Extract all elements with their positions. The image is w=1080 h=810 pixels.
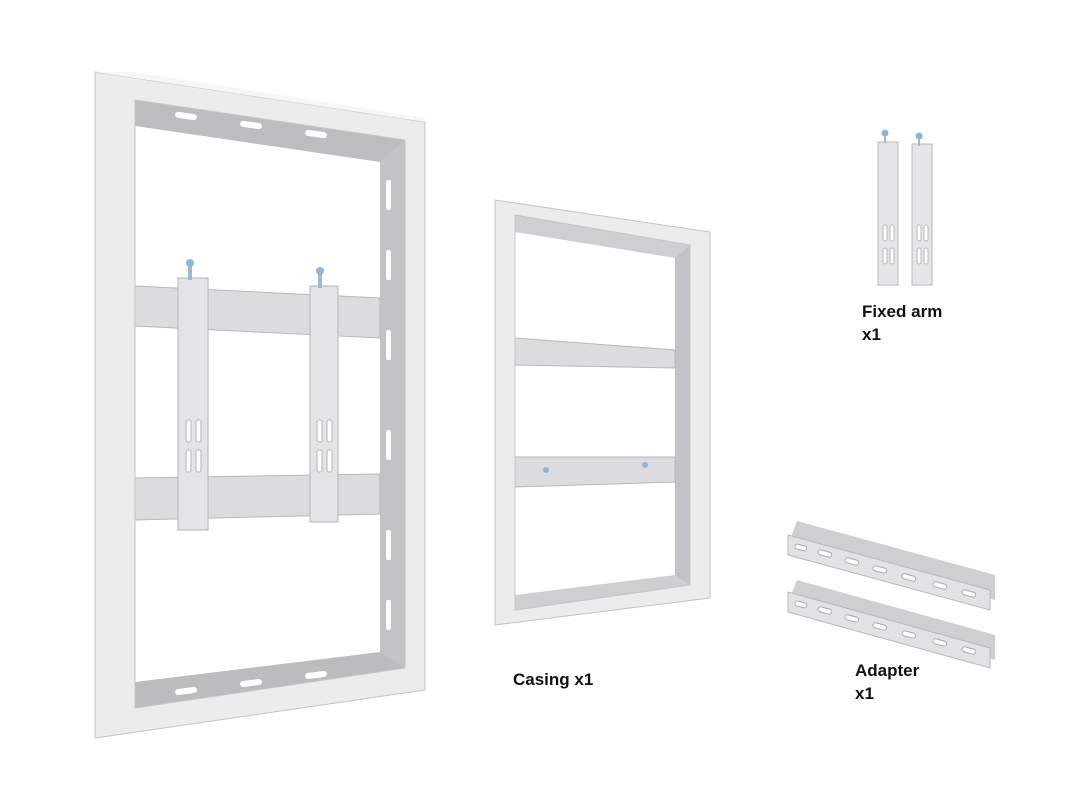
fixed-arm-illustration bbox=[877, 129, 933, 286]
adapter-label: Adapter x1 bbox=[855, 659, 919, 705]
fixed-arm-label: Fixed arm x1 bbox=[862, 300, 942, 346]
adapter-name: Adapter bbox=[855, 661, 920, 680]
adapter-illustration bbox=[787, 521, 995, 669]
fixed-arm-name: Fixed arm bbox=[862, 302, 943, 321]
adapter-qty: x1 bbox=[855, 684, 874, 703]
casing-qty: x1 bbox=[574, 670, 594, 689]
casing-illustration bbox=[494, 199, 711, 626]
large-casing-with-mount bbox=[94, 71, 426, 739]
casing-label: Casing x1 bbox=[513, 668, 593, 691]
casing-name: Casing bbox=[513, 670, 570, 689]
fixed-arm-qty: x1 bbox=[862, 325, 881, 344]
